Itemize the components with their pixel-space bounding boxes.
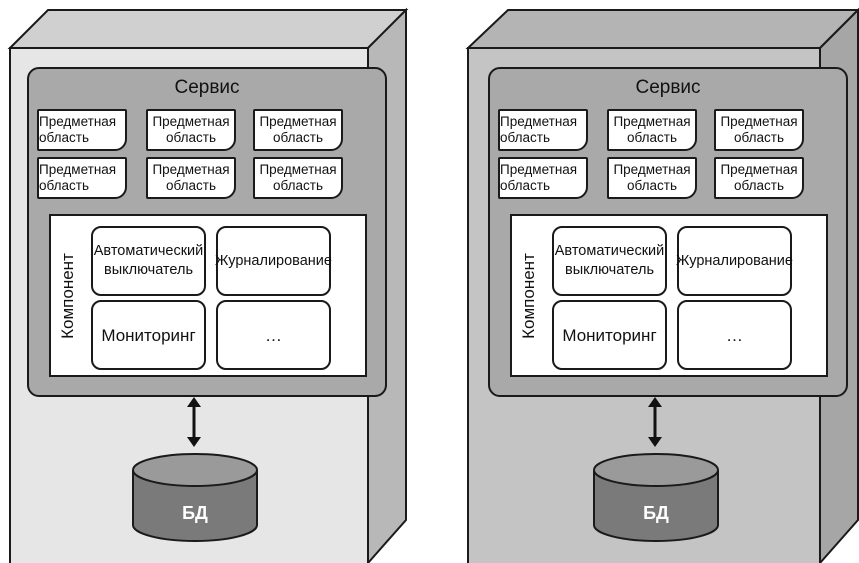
double-arrow-icon: [187, 397, 201, 447]
component-box: Компонент Автоматический выключатель Жур…: [510, 214, 828, 377]
domain-label: Предметная область: [152, 114, 230, 145]
service-box: Сервис Предметная область Предметная обл…: [27, 67, 387, 397]
server-panel-left: Сервис Предметная область Предметная обл…: [0, 0, 410, 563]
server-panel-right: Сервис Предметная область Предметная обл…: [461, 0, 859, 563]
domain-box: Предметная область: [498, 109, 588, 151]
domain-box: Предметная область: [714, 157, 804, 199]
service-title: Сервис: [174, 77, 240, 98]
domain-box: Предметная область: [498, 157, 588, 199]
component-label: Компонент: [519, 252, 538, 339]
service-box: Сервис Предметная область Предметная обл…: [488, 67, 848, 397]
component-label-wrap: Компонент: [512, 216, 546, 375]
module-monitoring: Мониторинг: [91, 300, 206, 370]
domain-box: Предметная область: [37, 157, 127, 199]
module-logging: Журналирование: [215, 226, 332, 296]
db-label: БД: [643, 503, 669, 523]
module-logging: Журналирование: [676, 226, 793, 296]
domain-label: Предметная область: [39, 114, 117, 145]
domain-box: Предметная область: [714, 109, 804, 151]
domain-box: Предметная область: [607, 109, 697, 151]
domain-label: Предметная область: [259, 162, 337, 193]
db-right-shape: [593, 453, 719, 542]
service-title: Сервис: [635, 77, 701, 98]
domain-box: Предметная область: [253, 157, 343, 199]
db-left-shape: [132, 453, 258, 542]
domain-label: Предметная область: [500, 114, 578, 145]
domain-label: Предметная область: [720, 162, 798, 193]
domain-box: Предметная область: [37, 109, 127, 151]
component-label: Компонент: [58, 252, 77, 339]
domain-label: Предметная область: [259, 114, 337, 145]
module-circuit-breaker: Автоматический выключатель: [91, 226, 206, 296]
component-label-wrap: Компонент: [51, 216, 85, 375]
module-ellipsis: …: [677, 300, 792, 370]
module-monitoring: Мониторинг: [552, 300, 667, 370]
domain-label: Предметная область: [39, 162, 117, 193]
domain-label: Предметная область: [152, 162, 230, 193]
module-ellipsis: …: [216, 300, 331, 370]
db-label: БД: [182, 503, 208, 523]
domain-box: Предметная область: [607, 157, 697, 199]
module-circuit-breaker: Автоматический выключатель: [552, 226, 667, 296]
component-box: Компонент Автоматический выключатель Жур…: [49, 214, 367, 377]
domain-label: Предметная область: [613, 162, 691, 193]
domain-label: Предметная область: [720, 114, 798, 145]
domain-label: Предметная область: [613, 114, 691, 145]
domain-box: Предметная область: [146, 157, 236, 199]
domain-label: Предметная область: [500, 162, 578, 193]
domain-box: Предметная область: [146, 109, 236, 151]
domain-box: Предметная область: [253, 109, 343, 151]
double-arrow-icon: [648, 397, 662, 447]
